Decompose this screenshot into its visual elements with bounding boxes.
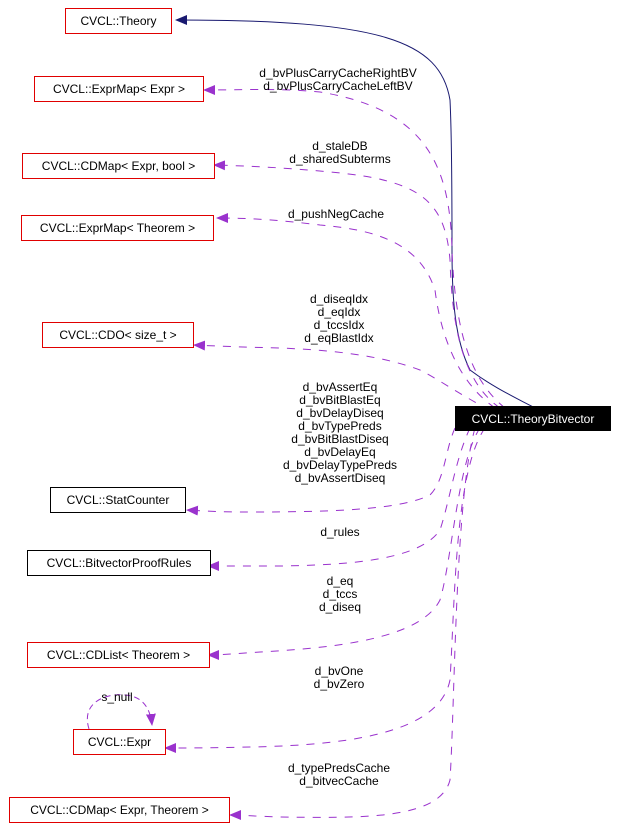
- member-name: d_bvDelayEq: [304, 445, 376, 459]
- member-name: d_bvPlusCarryCacheLeftBV: [263, 79, 413, 93]
- member-name: d_sharedSubterms: [289, 152, 391, 166]
- member-name: d_eqBlastIdx: [304, 331, 374, 345]
- edge-label-cdo-size-t: d_diseqIdx d_eqIdx d_tccsIdx d_eqBlastId…: [304, 293, 373, 345]
- node-exprmap-theorem[interactable]: CVCL::ExprMap< Theorem >: [21, 215, 214, 241]
- member-name: d_tccsIdx: [313, 318, 365, 332]
- node-bitvectorproofrules[interactable]: CVCL::BitvectorProofRules: [27, 550, 211, 576]
- member-name: s_null: [101, 690, 133, 704]
- node-cdo-size-t[interactable]: CVCL::CDO< size_t >: [42, 322, 194, 348]
- node-label: CVCL::CDO< size_t >: [59, 328, 177, 342]
- member-name: d_bvAssertDiseq: [294, 471, 386, 485]
- member-name: d_diseq: [318, 600, 362, 614]
- node-cdmap-expr-theorem[interactable]: CVCL::CDMap< Expr, Theorem >: [9, 797, 230, 823]
- node-expr[interactable]: CVCL::Expr: [73, 729, 166, 755]
- node-cdmap-expr-bool[interactable]: CVCL::CDMap< Expr, bool >: [22, 153, 215, 179]
- member-name: d_staleDB: [312, 139, 368, 153]
- edge-label-bvproofrules: d_rules: [320, 526, 359, 539]
- member-name: d_bvDelayDiseq: [296, 406, 384, 420]
- member-name: d_bvPlusCarryCacheRightBV: [259, 66, 417, 80]
- edge-usage-expr-self: [86, 694, 156, 730]
- node-label: CVCL::CDMap< Expr, bool >: [41, 159, 196, 173]
- edge-usage-cdmap-expr-bool: [213, 160, 501, 409]
- member-name: d_pushNegCache: [287, 207, 385, 221]
- member-name: d_bvBitBlastEq: [299, 393, 381, 407]
- member-name: d_tccs: [322, 587, 358, 601]
- node-label: CVCL::Expr: [87, 735, 152, 749]
- member-name: d_eqIdx: [317, 305, 361, 319]
- edge-label-exprmap-theorem: d_pushNegCache: [288, 208, 384, 221]
- edge-inheritance-theory: [175, 15, 536, 409]
- member-name: d_rules: [320, 525, 360, 539]
- member-name: d_bvAssertEq: [302, 380, 378, 394]
- member-name: d_bvOne: [314, 664, 364, 678]
- node-label: CVCL::BitvectorProofRules: [46, 556, 192, 570]
- edge-usage-cdo-size-t: [193, 340, 491, 411]
- member-name: d_bvDelayTypePreds: [282, 458, 398, 472]
- node-label: CVCL::Theory: [80, 14, 157, 28]
- node-label: CVCL::CDList< Theorem >: [46, 648, 191, 662]
- edge-label-cdmap-expr-theorem: d_typePredsCache d_bitvecCache: [288, 762, 390, 788]
- node-cdlist-theorem[interactable]: CVCL::CDList< Theorem >: [27, 642, 210, 668]
- edge-usage-cdmap-expr-theorem: [229, 427, 476, 821]
- member-name: d_typePredsCache: [287, 761, 391, 775]
- node-label: CVCL::ExprMap< Expr >: [52, 82, 186, 96]
- edge-label-statcounter: d_bvAssertEq d_bvBitBlastEq d_bvDelayDis…: [283, 381, 397, 485]
- member-name: d_eq: [326, 574, 354, 588]
- edge-usage-exprmap-theorem: [216, 213, 496, 409]
- node-label: CVCL::CDMap< Expr, Theorem >: [30, 803, 209, 817]
- member-name: d_bvBitBlastDiseq: [291, 432, 389, 446]
- edge-label-cdmap-expr-bool: d_staleDB d_sharedSubterms: [289, 140, 390, 166]
- node-theorybitvector[interactable]: CVCL::TheoryBitvector: [455, 406, 611, 431]
- edge-label-expr-self: s_null: [101, 691, 132, 704]
- edge-label-exprmap-expr: d_bvPlusCarryCacheRightBV d_bvPlusCarryC…: [259, 67, 416, 93]
- node-theory[interactable]: CVCL::Theory: [65, 8, 172, 34]
- node-label: CVCL::ExprMap< Theorem >: [39, 221, 196, 235]
- edge-usage-bvproofrules: [207, 427, 471, 571]
- node-label: CVCL::TheoryBitvector: [471, 411, 595, 426]
- node-statcounter[interactable]: CVCL::StatCounter: [50, 487, 186, 513]
- edge-label-cdlist-theorem: d_eq d_tccs d_diseq: [319, 575, 361, 614]
- edge-usage-cdlist-theorem: [207, 427, 481, 660]
- member-name: d_bvTypePreds: [298, 419, 382, 433]
- member-name: d_diseqIdx: [309, 292, 369, 306]
- member-name: d_bvZero: [313, 677, 365, 691]
- member-name: d_bitvecCache: [299, 774, 379, 788]
- edge-usage-exprmap-expr: [203, 84, 506, 409]
- edge-label-expr: d_bvOne d_bvZero: [314, 665, 365, 691]
- node-exprmap-expr[interactable]: CVCL::ExprMap< Expr >: [34, 76, 204, 102]
- node-label: CVCL::StatCounter: [66, 493, 170, 507]
